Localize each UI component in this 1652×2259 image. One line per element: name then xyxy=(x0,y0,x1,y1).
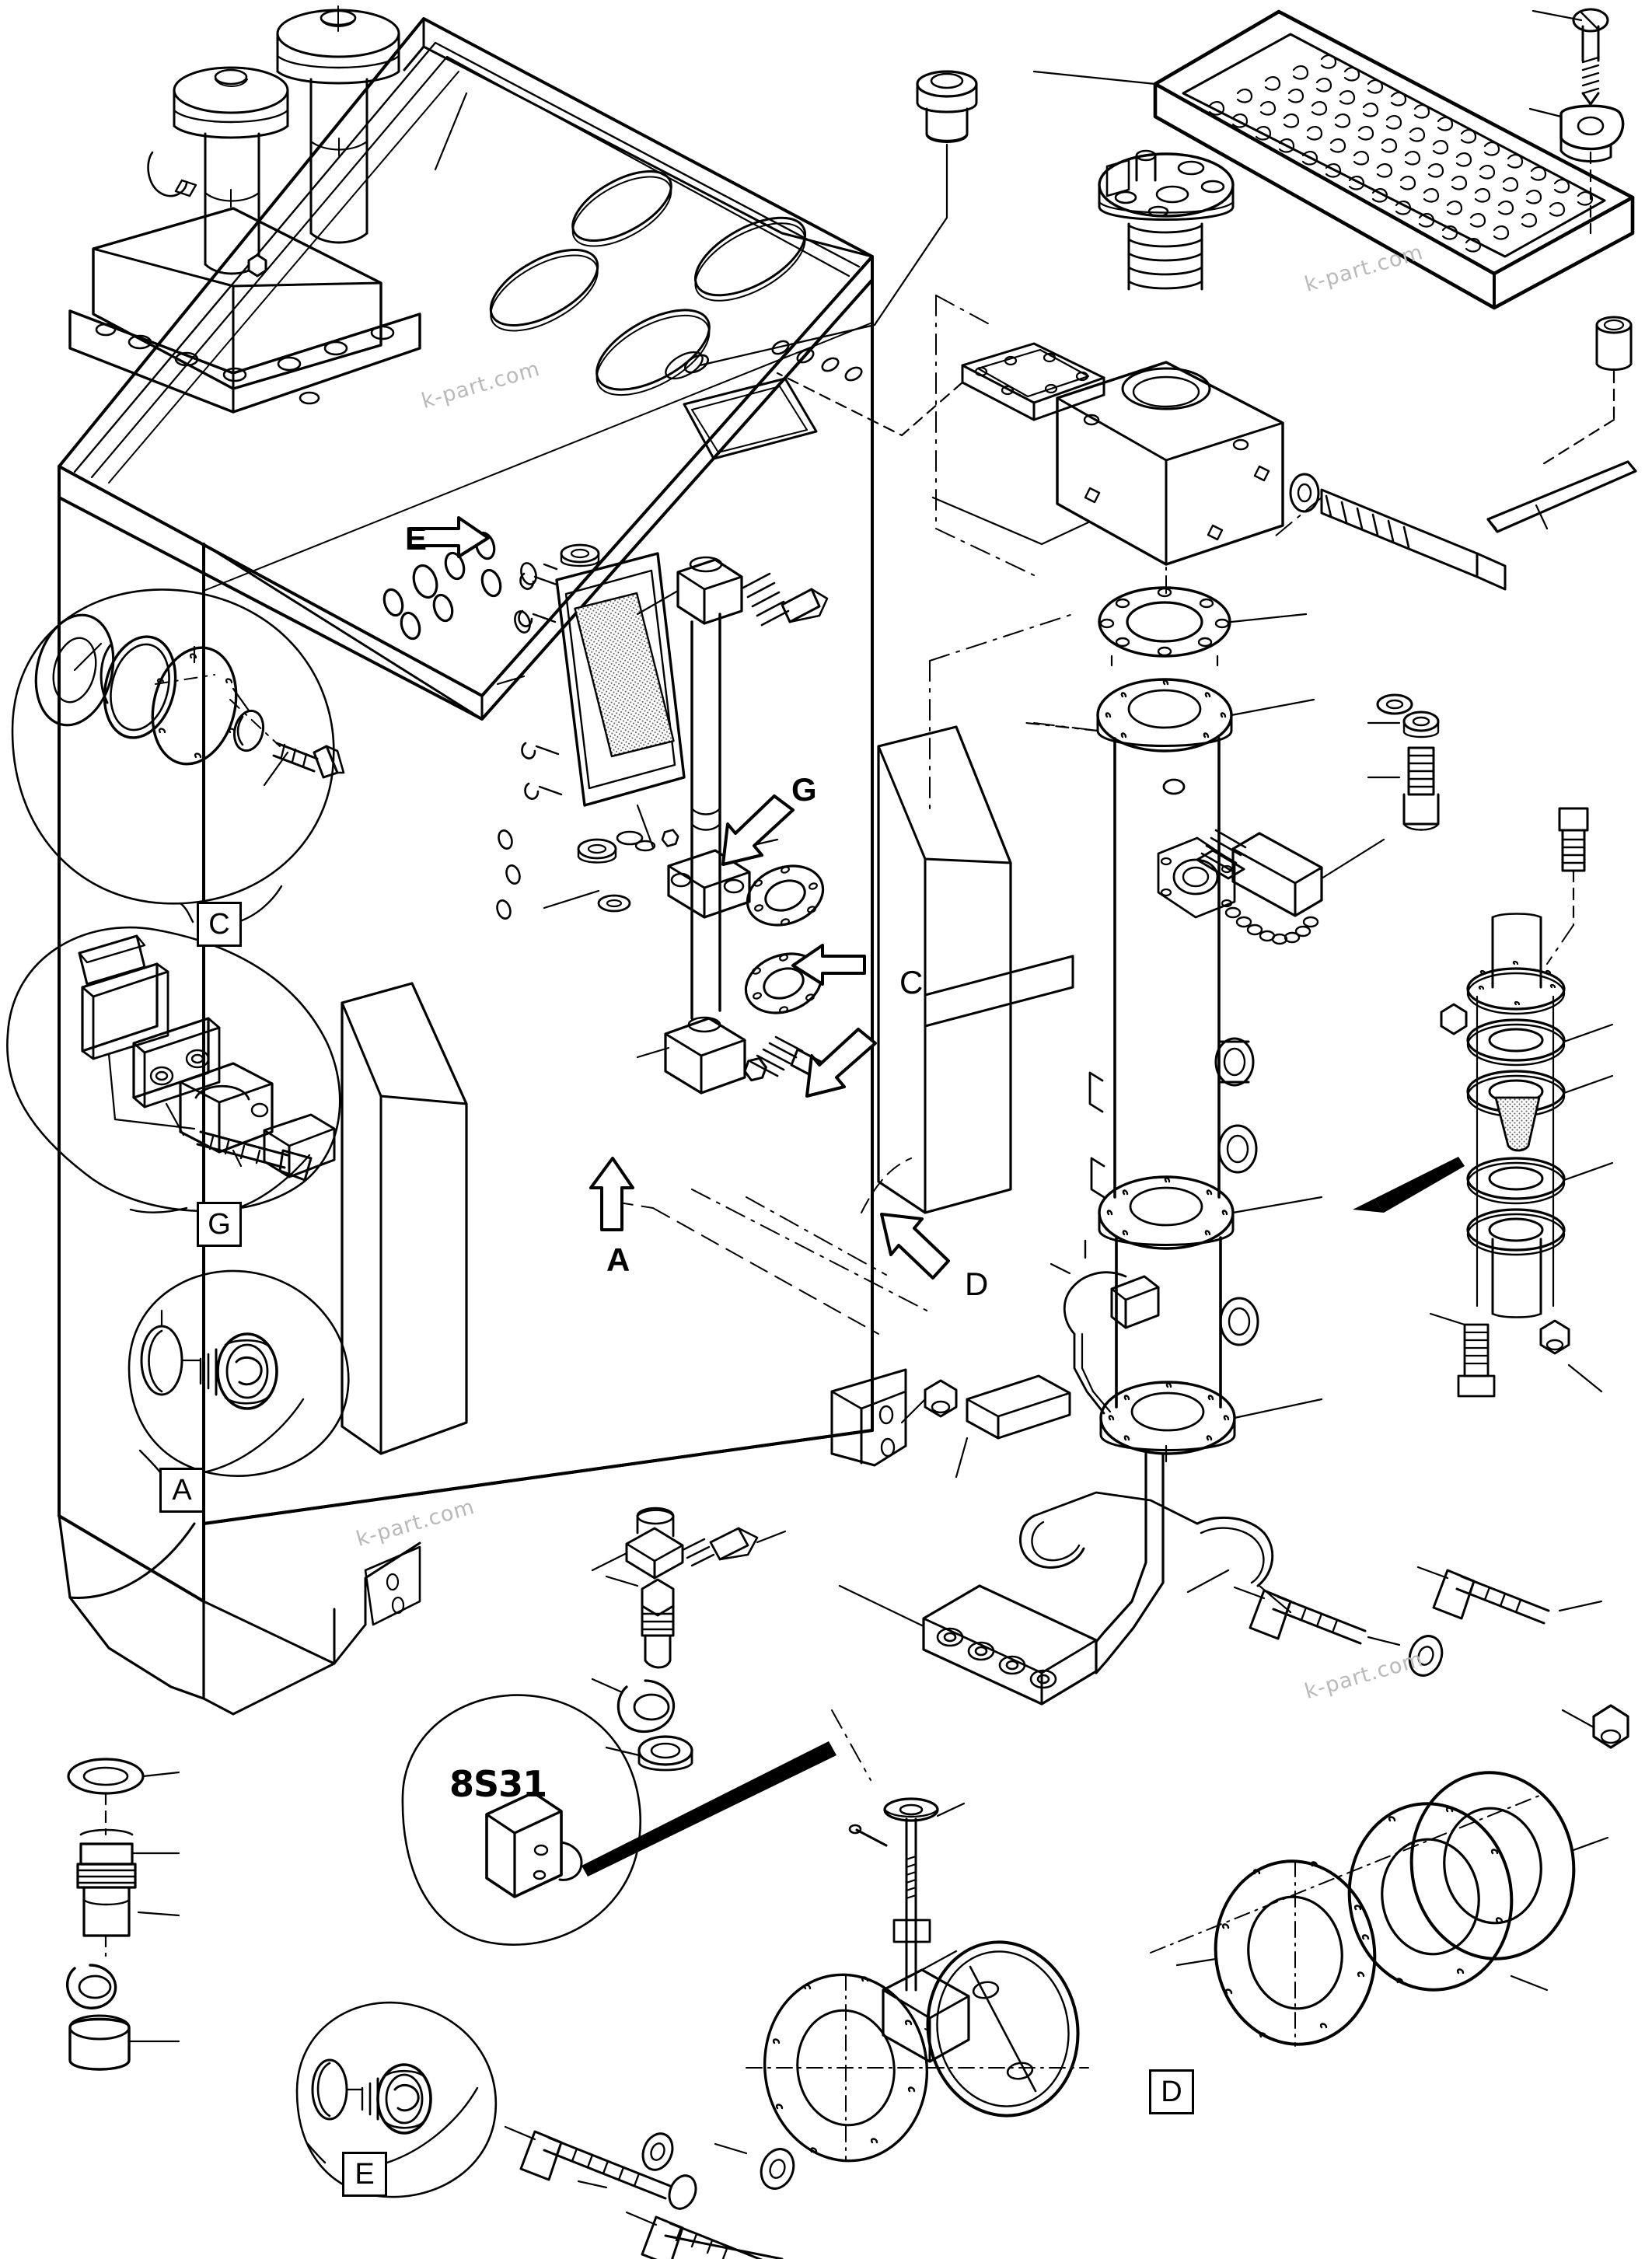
gasket-plate xyxy=(776,342,1105,437)
manifold-block xyxy=(838,1584,1098,1706)
detail-callout-e: E xyxy=(342,2152,387,2197)
sensor-block-detail xyxy=(401,1694,836,1946)
valve-mount-bolts xyxy=(504,2125,795,2259)
strainer-flange-stack xyxy=(1353,913,1614,1398)
section-arrow-C-upper xyxy=(791,944,866,986)
elbow-fitting-group xyxy=(591,1507,787,1772)
tank-bolt-hole-cluster xyxy=(382,531,502,641)
hydraulic-cylinder-pair xyxy=(68,5,468,414)
plug-detail-e xyxy=(295,2001,498,2198)
tank-drain-bracket xyxy=(900,1374,1071,1479)
walkway-grating-panel xyxy=(1032,9,1635,310)
butterfly-valve-assembly xyxy=(746,1797,1089,2163)
section-arrow-label-c: C xyxy=(899,964,924,1000)
detail-callout-c: C xyxy=(197,902,242,947)
standpipe-side-ports xyxy=(1088,1037,1259,1346)
bushing-spacer xyxy=(1538,316,1633,468)
quick-coupler xyxy=(1196,829,1385,945)
valve-flange-pair xyxy=(1150,1771,1609,2047)
section-arrow-D xyxy=(880,1213,950,1280)
sealing-cap-group xyxy=(66,1964,180,2071)
filler-breather-assembly xyxy=(931,149,1284,566)
blind-flanges xyxy=(744,864,825,1014)
retaining-strip xyxy=(1486,460,1637,533)
strainer-screen-plate xyxy=(496,543,686,913)
tank-access-cover-detail xyxy=(11,588,345,924)
clamp-bracket-detail xyxy=(6,926,341,1213)
standpipe-column xyxy=(1025,543,1323,1455)
misc-right-hardware xyxy=(1376,693,1413,715)
detail-callout-g: G xyxy=(197,1202,242,1247)
suction-hose-loop xyxy=(1019,1444,1292,1674)
detail-callout-a: A xyxy=(159,1468,204,1513)
section-arrow-label-a: A xyxy=(606,1241,630,1278)
reservoir-tank-body xyxy=(58,17,1074,1716)
flange-fastener-set xyxy=(1233,1566,1629,1749)
tank-side-plate xyxy=(78,934,146,986)
section-arrow-C-lower xyxy=(805,1028,877,1098)
plug-screw-top xyxy=(698,70,978,367)
section-arrow-label-g: G xyxy=(791,771,817,808)
section-arrow-G xyxy=(721,794,795,866)
section-arrow-A xyxy=(589,1157,634,1231)
section-arrow-label-e: E xyxy=(405,520,428,557)
assembly-axes xyxy=(691,295,1574,1781)
standpipe-hardware xyxy=(1289,473,1589,927)
part-code-8s31: 8S31 xyxy=(449,1763,547,1805)
section-arrow-E xyxy=(408,516,490,558)
drain-plug-detail xyxy=(127,1269,350,1477)
level-sensor xyxy=(1050,1239,1160,1415)
grating-fastener-set xyxy=(1528,8,1625,235)
section-arrow-label-d: D xyxy=(965,1266,989,1302)
drain-plug-group xyxy=(67,1758,180,1957)
detail-callout-d: D xyxy=(1149,2069,1194,2114)
